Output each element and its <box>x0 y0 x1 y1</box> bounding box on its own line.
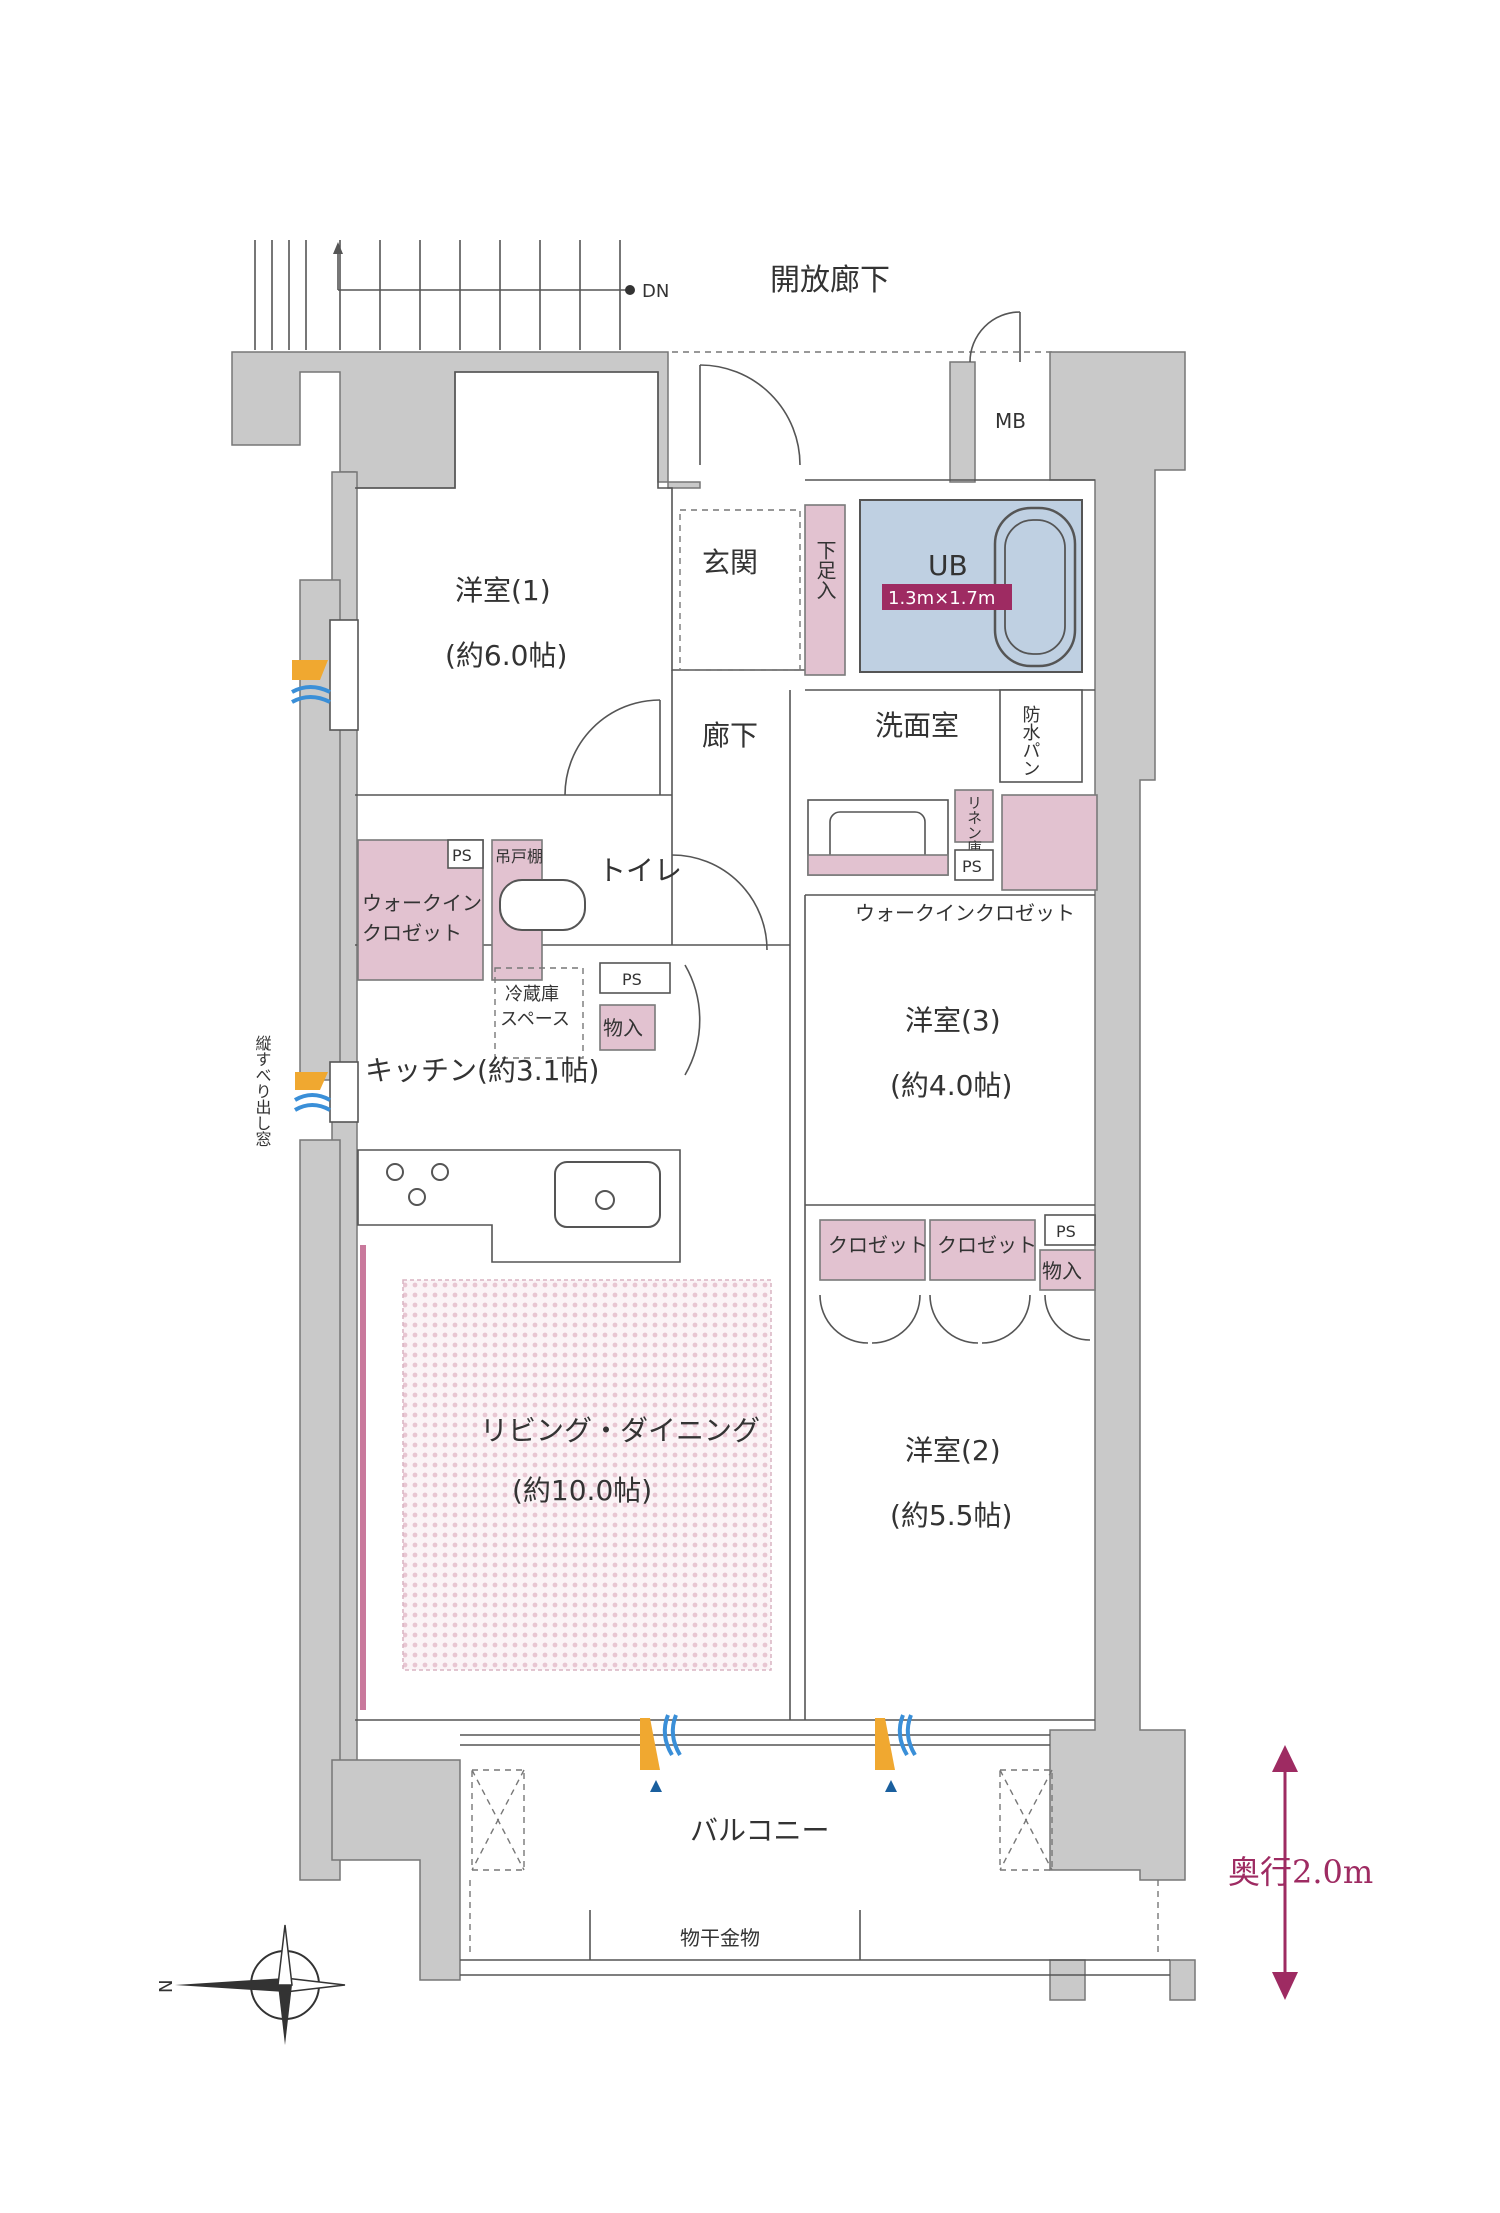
waterproof-pan <box>999 689 1083 783</box>
closet-doors <box>819 1294 1091 1344</box>
roka-label: 廊下 <box>702 719 758 752</box>
ub-size-badge <box>882 584 1012 610</box>
tate-window-label: 縦すべり出し窓 <box>253 1035 272 1147</box>
bosui-label: 防水パン <box>1020 705 1041 777</box>
mb-label: MB <box>995 409 1026 433</box>
vent-in-kitchen-icon <box>295 1072 328 1090</box>
ps-kitchen-label: PS <box>622 970 642 989</box>
kitchen-label: キッチン(約3.1帖) <box>365 1054 599 1087</box>
fridge-label-1: 冷蔵庫 <box>505 984 559 1005</box>
partitions <box>355 371 1095 1746</box>
balcony <box>460 1769 1170 1976</box>
wic-west-label-1: ウォークイン <box>362 891 482 915</box>
living-area <box>402 1279 772 1671</box>
fridge-label-2: スペース <box>500 1009 570 1030</box>
kitchen-door <box>684 964 701 1076</box>
fridge-space <box>494 967 584 1059</box>
balcony-label: バルコニー <box>690 1814 829 1847</box>
ub-label: UB <box>928 549 968 582</box>
ps-room2-label: PS <box>1056 1222 1076 1241</box>
ps-toilet <box>447 839 484 869</box>
depth-arrow <box>1272 1745 1298 2000</box>
ps-kitchen <box>599 962 671 994</box>
wic-east-label: ウォークインクロゼット <box>855 901 1075 925</box>
vent-out-icon <box>291 685 331 704</box>
ps-toilet-label: PS <box>452 846 472 865</box>
window-kitchen <box>329 1061 359 1123</box>
linen-closet <box>954 789 994 843</box>
wic-west-label-2: クロゼット <box>362 921 462 945</box>
closet-1-label: クロゼット <box>828 1233 928 1257</box>
room1-size: (約6.0帖) <box>445 639 567 672</box>
room1-name: 洋室(1) <box>455 574 551 607</box>
stairs <box>254 240 635 350</box>
wic-east <box>1001 794 1098 891</box>
room1-door <box>564 699 661 796</box>
closet-1 <box>819 1219 926 1281</box>
entrance-door <box>699 364 801 466</box>
window-room1 <box>329 619 359 731</box>
ub-size-text: 1.3m×1.7m <box>888 588 995 609</box>
room2-monoire-label: 物入 <box>1042 1259 1082 1283</box>
ps-wash <box>954 849 994 881</box>
kitchen-monoire <box>599 1004 656 1051</box>
open-corridor-label: 開放廊下 <box>770 263 890 298</box>
geta-label: 下足入 <box>813 540 837 600</box>
toilet-label: トイレ <box>598 854 682 887</box>
linen-label: リネン庫 <box>965 795 983 855</box>
room3-size: (約4.0帖) <box>890 1069 1012 1102</box>
kitchen-monoire-label: 物入 <box>603 1016 643 1040</box>
ps-wash-label: PS <box>962 857 982 876</box>
compass-icon <box>175 1924 346 2045</box>
vent-out-kitchen-icon <box>293 1093 331 1112</box>
ps-room2 <box>1044 1214 1096 1246</box>
toilet-door <box>671 854 768 951</box>
room2-name: 洋室(2) <box>905 1434 1001 1467</box>
living-name: リビング・ダイニング <box>480 1414 760 1447</box>
toilet-bowl <box>499 879 586 931</box>
mb-door <box>969 311 1021 363</box>
depth-label: 奥行2.0m <box>1228 1853 1373 1891</box>
tsuridana-label: 吊戸棚 <box>495 847 543 866</box>
closet-2-label: クロゼット <box>937 1233 1037 1257</box>
room3-name: 洋室(3) <box>905 1004 1001 1037</box>
north-label: N <box>156 1980 177 1993</box>
closet-2 <box>929 1219 1036 1281</box>
balcony-vents <box>640 1714 917 1792</box>
dn-label: DN <box>642 281 669 302</box>
monohoshi-label: 物干金物 <box>680 1926 760 1950</box>
room2-monoire <box>1039 1249 1096 1291</box>
room2-size: (約5.5帖) <box>890 1499 1012 1532</box>
vent-in-icon <box>292 660 328 680</box>
genkan-label: 玄関 <box>702 546 758 579</box>
geta-closet <box>804 504 846 676</box>
senmen-label: 洗面室 <box>875 709 959 742</box>
living-size: (約10.0帖) <box>512 1474 652 1507</box>
